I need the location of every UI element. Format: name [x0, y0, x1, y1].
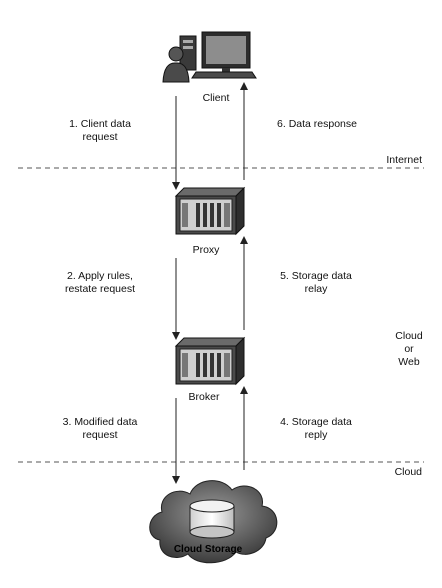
zone-cloud-label: Cloud: [394, 466, 422, 478]
client-workstation-icon: [162, 31, 257, 83]
broker-server-icon: [174, 336, 246, 386]
step-6-label: 6. Data response: [277, 118, 357, 130]
zone-internet-label: Internet: [386, 154, 422, 166]
cloud-storage-icon: [149, 480, 278, 564]
broker-label: Broker: [188, 391, 220, 403]
zone-cloud-or-web-label: Cloud or Web: [395, 330, 423, 368]
cloud-storage-label: Cloud Storage: [173, 544, 243, 555]
proxy-label: Proxy: [192, 244, 220, 256]
proxy-server-icon: [174, 186, 246, 236]
step-2-label: 2. Apply rules,restate request: [64, 270, 136, 295]
client-label: Client: [202, 92, 230, 104]
